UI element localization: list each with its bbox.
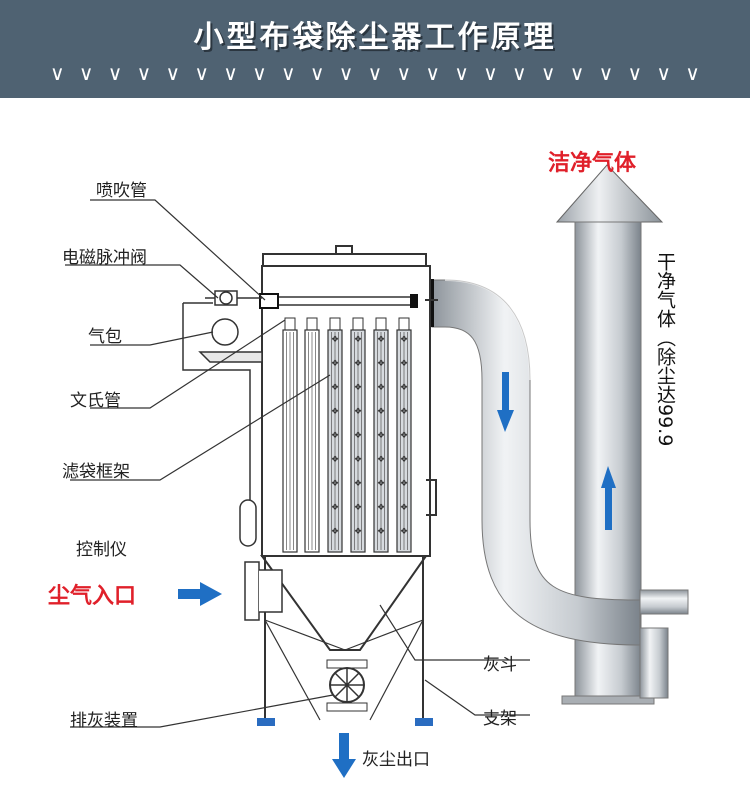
svg-text:❖: ❖ — [354, 479, 362, 489]
label-pulse-pipe: 喷吹管 — [96, 181, 147, 201]
dust-collector-diagram: ❖ ❖ ❖ ❖ ❖ ❖ ❖ ❖ ❖ ❖ ❖ ❖ ❖ ❖ ❖ ❖ ❖ ❖ ❖ ❖ ❖ ❖ ❖ ❖ ❖ ❖ ❖ ❖ ❖ ❖ ❖ ❖ ❖ ❖ ❖ ❖ — [65, 164, 689, 778]
chevron-icon: ∨ — [685, 61, 700, 85]
flow-arrow-inlet — [178, 582, 222, 606]
filter-bag: ❖ ❖ ❖ ❖ ❖ ❖ ❖ ❖ ❖ — [373, 317, 389, 553]
stand-foot-left — [257, 718, 275, 726]
svg-text:❖: ❖ — [354, 407, 362, 417]
dust-inlet-flange — [244, 561, 283, 621]
svg-text:❖: ❖ — [354, 359, 362, 369]
svg-text:❖: ❖ — [377, 479, 385, 489]
chevron-icon: ∨ — [598, 61, 614, 85]
discharge-valve — [326, 659, 368, 712]
label-venturi: 文氏管 — [70, 391, 121, 411]
svg-text:❖: ❖ — [354, 335, 362, 345]
label-ash-hopper: 灰斗 — [483, 655, 517, 675]
filter-bag — [304, 317, 320, 553]
label-bag-frame: 滤袋框架 — [62, 462, 130, 482]
filter-bag: ❖ ❖ ❖ ❖ ❖ ❖ ❖ ❖ ❖ — [396, 317, 412, 553]
chevron-icon: ∨ — [338, 61, 354, 85]
chevron-icon: ∨ — [483, 61, 498, 85]
chevron-icon: ∨ — [396, 61, 412, 85]
chevron-icon: ∨ — [281, 61, 296, 85]
svg-text:❖: ❖ — [377, 335, 385, 345]
svg-text:❖: ❖ — [377, 527, 385, 537]
svg-text:❖: ❖ — [377, 407, 385, 417]
svg-text:❖: ❖ — [377, 383, 385, 393]
svg-text:❖: ❖ — [331, 335, 339, 345]
svg-text:❖: ❖ — [400, 455, 408, 465]
label-dry-clean-gas: 干净气体（除尘达99.9 — [654, 252, 676, 447]
label-discharge-device: 排灰装置 — [70, 711, 138, 731]
svg-text:❖: ❖ — [354, 527, 362, 537]
label-support: 支架 — [483, 709, 517, 729]
leader-lines — [65, 199, 530, 728]
chevron-icon: ∨ — [194, 61, 210, 85]
chevron-icon: ∨ — [78, 61, 94, 85]
svg-text:❖: ❖ — [354, 455, 362, 465]
svg-text:❖: ❖ — [331, 407, 339, 417]
stand-foot-right — [415, 718, 433, 726]
label-clean-gas: 洁净气体 — [548, 151, 637, 176]
svg-text:❖: ❖ — [377, 455, 385, 465]
label-controller: 控制仪 — [76, 540, 127, 560]
filter-bag: ❖ ❖ ❖ ❖ ❖ ❖ ❖ ❖ ❖ — [327, 317, 343, 553]
svg-text:❖: ❖ — [331, 503, 339, 513]
svg-text:❖: ❖ — [331, 431, 339, 441]
svg-text:❖: ❖ — [400, 383, 408, 393]
chevron-icon: ∨ — [425, 61, 441, 85]
svg-text:❖: ❖ — [331, 527, 339, 537]
label-solenoid-valve: 电磁脉冲阀 — [62, 248, 147, 268]
chevron-decoration: ∨ ∨ ∨ ∨ ∨ ∨ ∨ ∨ ∨ ∨ ∨ ∨ ∨ ∨ ∨ ∨ ∨ ∨ ∨ ∨ ∨ ∨ ∨ — [50, 62, 700, 84]
svg-text:❖: ❖ — [400, 335, 408, 345]
svg-text:❖: ❖ — [377, 359, 385, 369]
svg-text:❖: ❖ — [331, 359, 339, 369]
svg-text:❖: ❖ — [400, 407, 408, 417]
svg-text:❖: ❖ — [354, 383, 362, 393]
svg-text:❖: ❖ — [400, 431, 408, 441]
chevron-icon: ∨ — [656, 61, 672, 85]
fan-unit — [639, 589, 689, 699]
pulse-pipe — [259, 293, 418, 309]
svg-text:❖: ❖ — [400, 359, 408, 369]
chevron-icon: ∨ — [627, 61, 643, 85]
chevron-icon: ∨ — [136, 61, 152, 85]
chevron-icon: ∨ — [107, 61, 123, 85]
svg-text:❖: ❖ — [331, 479, 339, 489]
label-dust-outlet: 灰尘出口 — [362, 750, 430, 770]
chevron-icon: ∨ — [165, 61, 181, 85]
chevron-icon: ∨ — [223, 61, 238, 85]
filter-bag: ❖ ❖ ❖ ❖ ❖ ❖ ❖ ❖ ❖ — [350, 317, 366, 553]
svg-text:❖: ❖ — [400, 479, 408, 489]
svg-text:❖: ❖ — [400, 527, 408, 537]
svg-text:❖: ❖ — [377, 431, 385, 441]
chevron-icon: ∨ — [367, 61, 383, 85]
svg-text:❖: ❖ — [331, 383, 339, 393]
chevron-icon: ∨ — [252, 61, 267, 85]
chevron-icon: ∨ — [512, 61, 527, 85]
chevron-icon: ∨ — [309, 61, 325, 85]
svg-text:❖: ❖ — [377, 503, 385, 513]
svg-text:❖: ❖ — [354, 503, 362, 513]
flow-arrow-duct-down — [497, 372, 514, 432]
label-air-bag: 气包 — [88, 327, 122, 347]
flow-arrow-stack-up — [601, 466, 616, 530]
page-title: 小型布袋除尘器工作原理 — [193, 20, 557, 55]
svg-text:❖: ❖ — [354, 431, 362, 441]
filter-bag — [282, 317, 298, 553]
chevron-icon: ∨ — [569, 61, 585, 85]
label-dust-inlet: 尘气入口 — [48, 584, 137, 609]
chevron-icon: ∨ — [454, 61, 469, 85]
chevron-icon: ∨ — [540, 61, 556, 85]
air-system — [182, 290, 263, 547]
svg-text:❖: ❖ — [400, 503, 408, 513]
flow-arrow-outlet — [332, 733, 356, 778]
header-banner — [0, 0, 750, 98]
svg-text:❖: ❖ — [331, 455, 339, 465]
filter-bags: ❖ ❖ ❖ ❖ ❖ ❖ ❖ ❖ ❖ ❖ ❖ ❖ ❖ ❖ ❖ ❖ ❖ ❖ ❖ ❖ ❖ ❖ ❖ ❖ ❖ ❖ ❖ ❖ ❖ ❖ ❖ ❖ ❖ ❖ ❖ ❖ — [282, 317, 412, 553]
chevron-icon: ∨ — [50, 61, 65, 85]
